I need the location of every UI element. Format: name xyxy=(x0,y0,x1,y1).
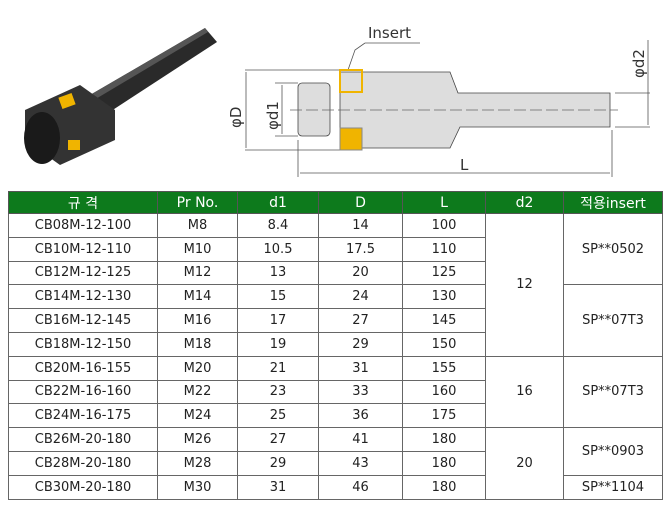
table-cell: 31 xyxy=(318,355,403,381)
table-cell: M20 xyxy=(157,355,238,381)
table-cell: CB18M-12-150 xyxy=(8,331,158,357)
column-header: L xyxy=(402,191,486,214)
insert-cell: SP**0502 xyxy=(563,212,663,286)
table-cell: 27 xyxy=(237,427,319,452)
table-cell: 29 xyxy=(318,331,403,357)
table-cell: 110 xyxy=(402,236,486,262)
table-cell: CB14M-12-130 xyxy=(8,284,158,310)
dim-D: φD xyxy=(230,107,245,128)
table-cell: 13 xyxy=(237,260,319,286)
table-cell: 14 xyxy=(318,213,403,238)
table-cell: 155 xyxy=(402,355,486,381)
table-cell: M8 xyxy=(157,213,238,238)
table-cell: M24 xyxy=(157,403,238,429)
table-cell: 125 xyxy=(402,260,486,286)
table-cell: 21 xyxy=(237,355,319,381)
table-cell: 36 xyxy=(318,403,403,429)
table-cell: 100 xyxy=(402,213,486,238)
insert-cell: SP**07T3 xyxy=(563,284,663,357)
column-header: d1 xyxy=(237,191,319,214)
table-cell: M18 xyxy=(157,331,238,357)
table-cell: 27 xyxy=(318,308,403,333)
table-cell: M14 xyxy=(157,284,238,310)
table-cell: M12 xyxy=(157,260,238,286)
table-cell: CB20M-16-155 xyxy=(8,355,158,381)
column-header: 적용insert xyxy=(563,191,663,214)
table-cell: M22 xyxy=(157,379,238,405)
table-cell: M26 xyxy=(157,427,238,452)
table-cell: CB28M-20-180 xyxy=(8,450,158,476)
table-cell: CB10M-12-110 xyxy=(8,236,158,262)
table-cell: 20 xyxy=(318,260,403,286)
table-cell: 160 xyxy=(402,379,486,405)
table-cell: M30 xyxy=(157,474,238,500)
table-cell: M28 xyxy=(157,450,238,476)
table-cell: 41 xyxy=(318,427,403,452)
table-cell: CB30M-20-180 xyxy=(8,474,158,500)
table-cell: 31 xyxy=(237,474,319,500)
table-cell: 43 xyxy=(318,450,403,476)
column-header: Pr No. xyxy=(157,191,238,214)
insert-cell: SP**1104 xyxy=(563,474,663,500)
table-cell: 180 xyxy=(402,427,486,452)
d2-cell: 16 xyxy=(485,355,564,429)
table-cell: M16 xyxy=(157,308,238,333)
column-header: D xyxy=(318,191,403,214)
insert-cell: SP**07T3 xyxy=(563,355,663,429)
insert-label: Insert xyxy=(368,24,411,42)
dim-L: L xyxy=(460,156,469,174)
table-cell: 10.5 xyxy=(237,236,319,262)
table-cell: 29 xyxy=(237,450,319,476)
table-cell: 130 xyxy=(402,284,486,310)
insert-cell: SP**0903 xyxy=(563,427,663,476)
table-cell: 8.4 xyxy=(237,213,319,238)
d2-cell: 12 xyxy=(485,213,564,357)
table-cell: 15 xyxy=(237,284,319,310)
table-cell: 17 xyxy=(237,308,319,333)
table-cell: CB24M-16-175 xyxy=(8,403,158,429)
table-cell: 180 xyxy=(402,450,486,476)
table-cell: CB08M-12-100 xyxy=(8,213,158,238)
d2-cell: 20 xyxy=(485,427,564,500)
table-cell: 24 xyxy=(318,284,403,310)
table-cell: 180 xyxy=(402,474,486,500)
table-cell: CB12M-12-125 xyxy=(8,260,158,286)
table-cell: 46 xyxy=(318,474,403,500)
tool-photo xyxy=(24,28,217,165)
table-cell: 23 xyxy=(237,379,319,405)
table-cell: M10 xyxy=(157,236,238,262)
column-header: 규 격 xyxy=(8,191,158,214)
technical-drawing: Insert L φD φd1 φd2 xyxy=(230,24,650,177)
table-cell: 150 xyxy=(402,331,486,357)
table-cell: 17.5 xyxy=(318,236,403,262)
dim-d1: φd1 xyxy=(264,101,282,130)
table-cell: CB26M-20-180 xyxy=(8,427,158,452)
table-cell: 145 xyxy=(402,308,486,333)
table-cell: 25 xyxy=(237,403,319,429)
table-cell: 19 xyxy=(237,331,319,357)
table-cell: 33 xyxy=(318,379,403,405)
table-cell: CB22M-16-160 xyxy=(8,379,158,405)
dim-d2: φd2 xyxy=(630,49,648,78)
table-cell: CB16M-12-145 xyxy=(8,308,158,333)
column-header: d2 xyxy=(485,191,564,214)
table-cell: 175 xyxy=(402,403,486,429)
